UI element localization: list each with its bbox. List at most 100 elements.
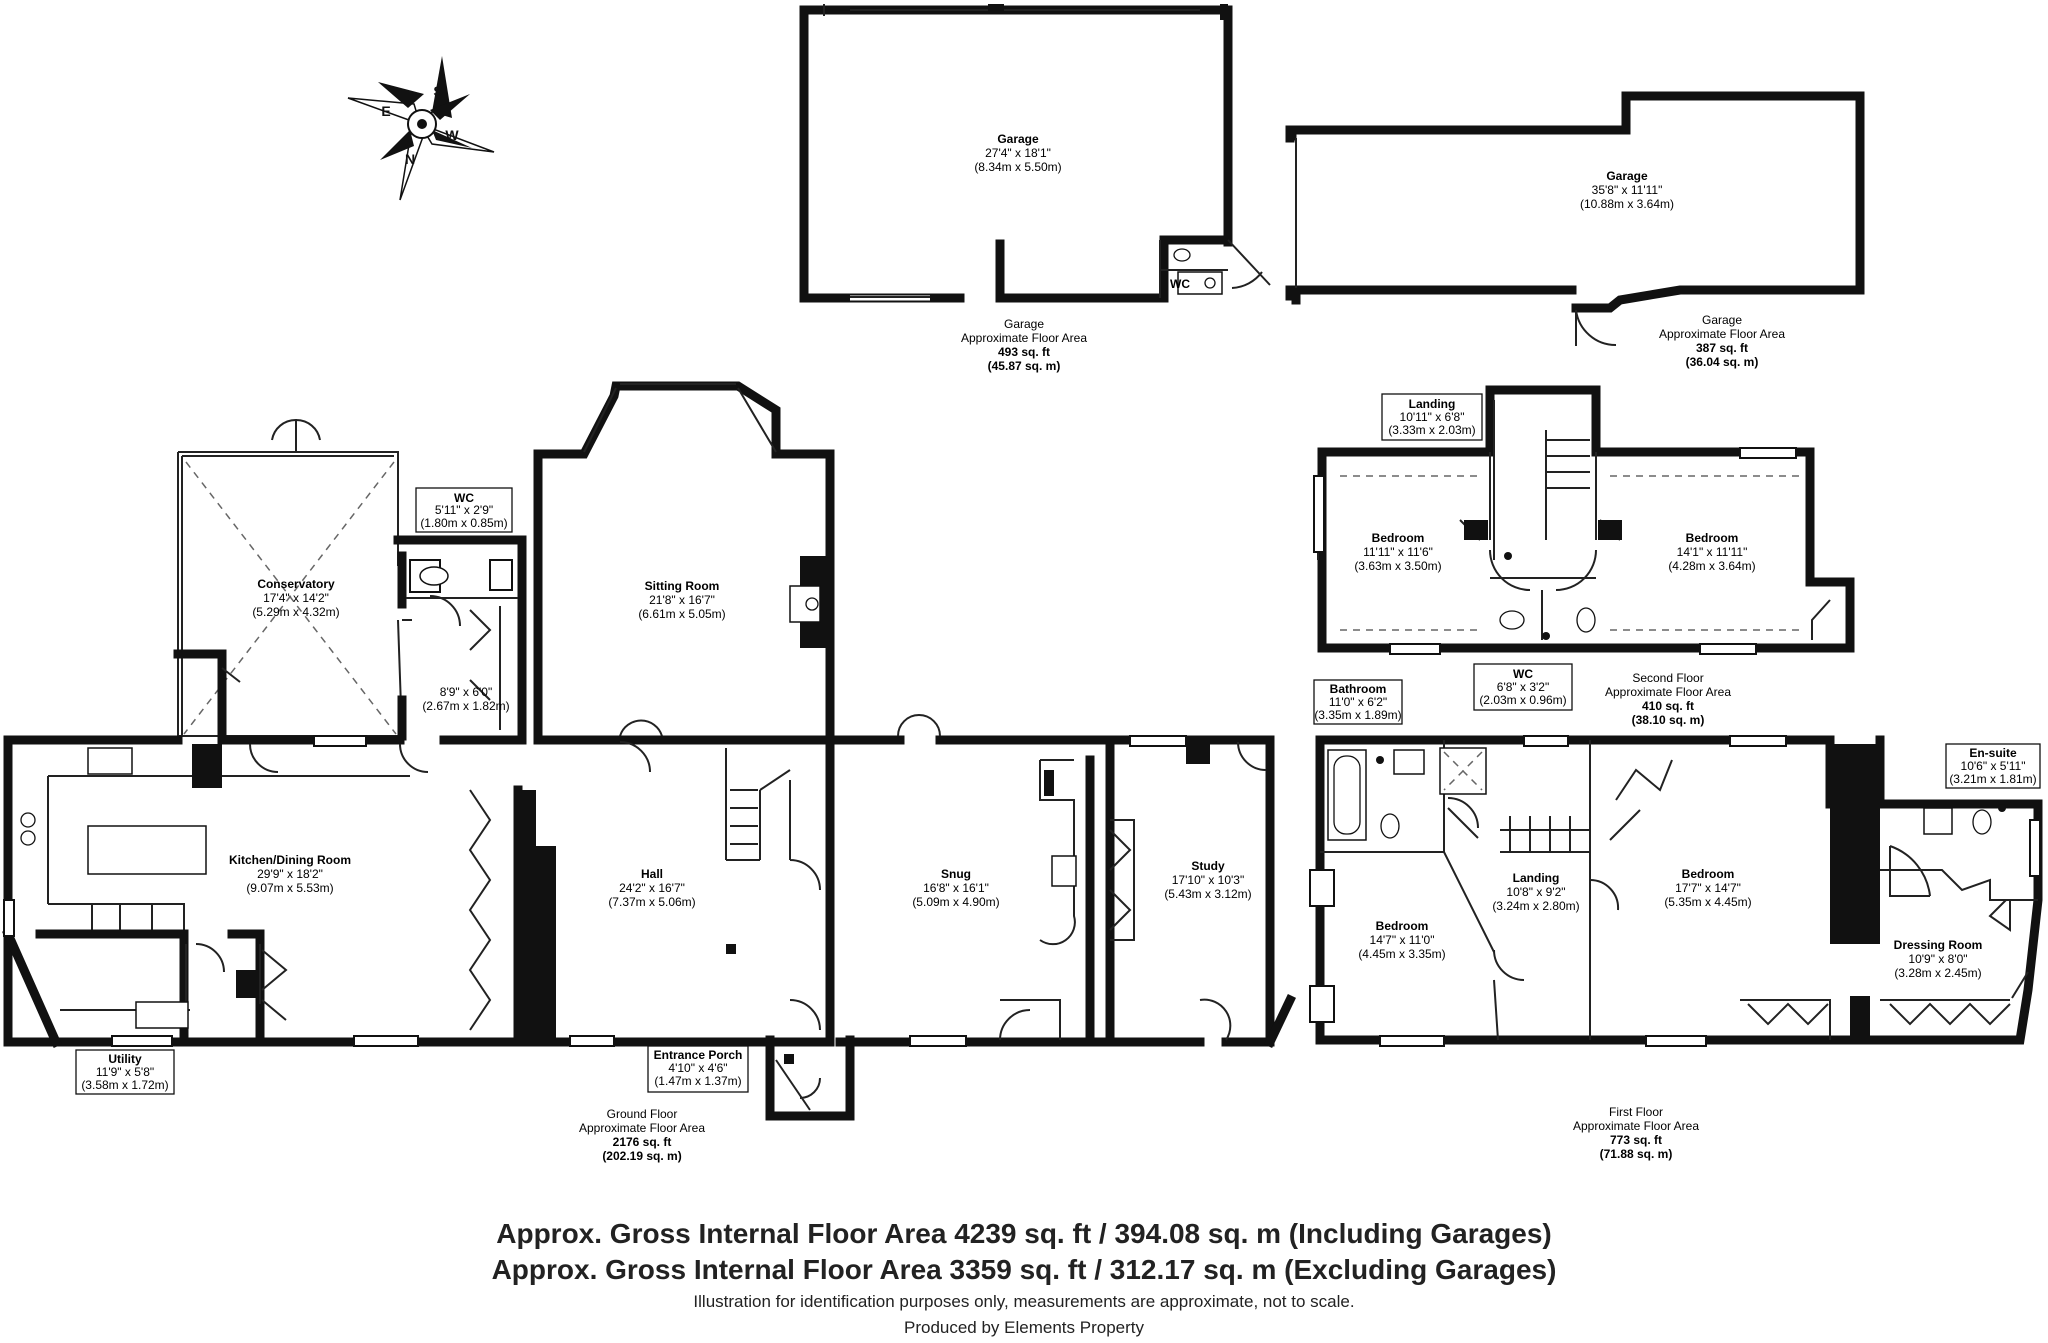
garage-one-area-title: Garage — [1004, 317, 1044, 331]
ground-area-title: Ground Floor — [607, 1107, 678, 1121]
gross-area-excluding-garages: Approx. Gross Internal Floor Area 3359 s… — [491, 1254, 1557, 1285]
ground-wc-dim-imperial: 5'11" x 2'9" — [435, 503, 493, 517]
garage-two-area-sqm: (36.04 sq. m) — [1686, 355, 1759, 369]
ensuite-dim-metric: (3.21m x 1.81m) — [1949, 772, 2036, 786]
garage-two-area-label: Approximate Floor Area — [1659, 327, 1785, 341]
second-area-label: Approximate Floor Area — [1605, 685, 1731, 699]
second-wc-name: WC — [1513, 667, 1533, 681]
first-bedroom-main-dim-metric: (5.35m x 4.45m) — [1664, 895, 1751, 909]
closet-dim-imperial: 8'9" x 6'0" — [440, 685, 492, 699]
garage-two-dim-imperial: 35'8" x 11'11" — [1592, 183, 1663, 197]
ground-wc-name: WC — [454, 491, 474, 505]
compass-w-label: W — [445, 127, 459, 143]
hall-name: Hall — [641, 867, 663, 881]
second-bedroom-right-dim-metric: (4.28m x 3.64m) — [1668, 559, 1755, 573]
garage-one-dim-imperial: 27'4" x 18'1" — [985, 146, 1051, 160]
compass-n-label: N — [405, 151, 415, 167]
garage-one-name: Garage — [997, 132, 1039, 146]
utility-dim-imperial: 11'9" x 5'8" — [96, 1065, 154, 1079]
conservatory-dim-metric: (5.29m x 4.32m) — [252, 605, 339, 619]
second-bedroom-left-name: Bedroom — [1372, 531, 1425, 545]
kitchen-dining-dim-metric: (9.07m x 5.53m) — [246, 881, 333, 895]
conservatory-name: Conservatory — [257, 577, 335, 591]
disclaimer-text: Illustration for identification purposes… — [693, 1292, 1355, 1311]
study-name: Study — [1191, 859, 1225, 873]
utility-dim-metric: (3.58m x 1.72m) — [81, 1078, 168, 1092]
dressing-room-name: Dressing Room — [1894, 938, 1983, 952]
first-floor-plan: Bathroom 11'0" x 6'2" (3.35m x 1.89m) En… — [1309, 679, 2043, 1161]
study-dim-metric: (5.43m x 3.12m) — [1164, 887, 1251, 901]
sitting-room-name: Sitting Room — [645, 579, 720, 593]
garage-two-area-title: Garage — [1702, 313, 1742, 327]
garage-one-dim-metric: (8.34m x 5.50m) — [974, 160, 1061, 174]
second-wc-dim-imperial: 6'8" x 3'2" — [1497, 680, 1549, 694]
second-area-title: Second Floor — [1632, 671, 1703, 685]
second-bedroom-left-dim-metric: (3.63m x 3.50m) — [1354, 559, 1441, 573]
garage-one-area-sqft: 493 sq. ft — [998, 345, 1050, 359]
garage-one-plan: Garage 27'4" x 18'1" (8.34m x 5.50m) WC … — [799, 4, 1271, 373]
first-landing-name: Landing — [1513, 871, 1560, 885]
second-area-sqm: (38.10 sq. m) — [1632, 713, 1705, 727]
second-landing-dim-imperial: 10'11" x 6'8" — [1400, 410, 1465, 424]
utility-name: Utility — [108, 1052, 142, 1066]
porch-dim-imperial: 4'10" x 4'6" — [668, 1061, 727, 1075]
kitchen-dining-dim-imperial: 29'9" x 18'2" — [257, 867, 323, 881]
ensuite-dim-imperial: 10'6" x 5'11" — [1961, 759, 2026, 773]
conservatory-dim-imperial: 17'4" x 14'2" — [263, 591, 329, 605]
ground-floor-plan: Conservatory 17'4" x 14'2" (5.29m x 4.32… — [2, 381, 1296, 1163]
dressing-room-dim-metric: (3.28m x 2.45m) — [1894, 966, 1981, 980]
producer-credit: Produced by Elements Property — [903, 1318, 1144, 1337]
garage-two-name: Garage — [1606, 169, 1648, 183]
garage-one-area-sqm: (45.87 sq. m) — [988, 359, 1061, 373]
garage-two-area-sqft: 387 sq. ft — [1696, 341, 1748, 355]
second-landing-name: Landing — [1409, 397, 1456, 411]
first-area-sqft: 773 sq. ft — [1610, 1133, 1662, 1147]
snug-dim-imperial: 16'8" x 16'1" — [923, 881, 989, 895]
gross-area-including-garages: Approx. Gross Internal Floor Area 4239 s… — [496, 1218, 1552, 1249]
second-bedroom-right-dim-imperial: 14'1" x 11'11" — [1677, 545, 1748, 559]
dressing-room-dim-imperial: 10'9" x 8'0" — [1908, 952, 1967, 966]
sitting-room-dim-imperial: 21'8" x 16'7" — [649, 593, 715, 607]
bathroom-dim-imperial: 11'0" x 6'2" — [1329, 695, 1387, 709]
hall-dim-imperial: 24'2" x 16'7" — [619, 881, 685, 895]
kitchen-dining-name: Kitchen/Dining Room — [229, 853, 351, 867]
bathroom-name: Bathroom — [1330, 682, 1387, 696]
first-landing-dim-imperial: 10'8" x 9'2" — [1506, 885, 1565, 899]
first-landing-dim-metric: (3.24m x 2.80m) — [1492, 899, 1579, 913]
ground-area-sqm: (202.19 sq. m) — [602, 1149, 681, 1163]
first-bedroom-left-dim-metric: (4.45m x 3.35m) — [1358, 947, 1445, 961]
garage-one-area-label: Approximate Floor Area — [961, 331, 1087, 345]
porch-dim-metric: (1.47m x 1.37m) — [654, 1074, 741, 1088]
ground-wc-dim-metric: (1.80m x 0.85m) — [420, 516, 507, 530]
snug-dim-metric: (5.09m x 4.90m) — [912, 895, 999, 909]
garage-two-plan: Garage 35'8" x 11'11" (10.88m x 3.64m) G… — [1285, 91, 1865, 369]
closet-dim-metric: (2.67m x 1.82m) — [422, 699, 509, 713]
study-dim-imperial: 17'10" x 10'3" — [1172, 873, 1245, 887]
sitting-room-dim-metric: (6.61m x 5.05m) — [638, 607, 725, 621]
porch-name: Entrance Porch — [654, 1048, 743, 1062]
compass-s-label: S — [433, 83, 442, 99]
compass-rose: S W E N — [347, 56, 495, 201]
first-bedroom-left-dim-imperial: 14'7" x 11'0" — [1370, 933, 1435, 947]
ensuite-name: En-suite — [1969, 746, 2017, 760]
first-bedroom-left-name: Bedroom — [1376, 919, 1429, 933]
first-bedroom-main-dim-imperial: 17'7" x 14'7" — [1675, 881, 1741, 895]
second-area-sqft: 410 sq. ft — [1642, 699, 1694, 713]
garage-one-wc-label: WC — [1170, 277, 1190, 291]
ground-area-label: Approximate Floor Area — [579, 1121, 705, 1135]
second-wc-dim-metric: (2.03m x 0.96m) — [1479, 693, 1566, 707]
second-floor-plan: Landing 10'11" x 6'8" (3.33m x 2.03m) Be… — [1313, 385, 1855, 727]
bathroom-dim-metric: (3.35m x 1.89m) — [1314, 708, 1401, 722]
second-bedroom-left-dim-imperial: 11'11" x 11'6" — [1363, 545, 1433, 559]
snug-name: Snug — [941, 867, 971, 881]
second-landing-dim-metric: (3.33m x 2.03m) — [1388, 423, 1475, 437]
second-bedroom-right-name: Bedroom — [1686, 531, 1739, 545]
hall-dim-metric: (7.37m x 5.06m) — [608, 895, 695, 909]
first-area-title: First Floor — [1609, 1105, 1663, 1119]
first-area-sqm: (71.88 sq. m) — [1600, 1147, 1673, 1161]
ground-area-sqft: 2176 sq. ft — [613, 1135, 672, 1149]
compass-e-label: E — [381, 103, 390, 119]
garage-two-dim-metric: (10.88m x 3.64m) — [1580, 197, 1674, 211]
first-bedroom-main-name: Bedroom — [1682, 867, 1735, 881]
